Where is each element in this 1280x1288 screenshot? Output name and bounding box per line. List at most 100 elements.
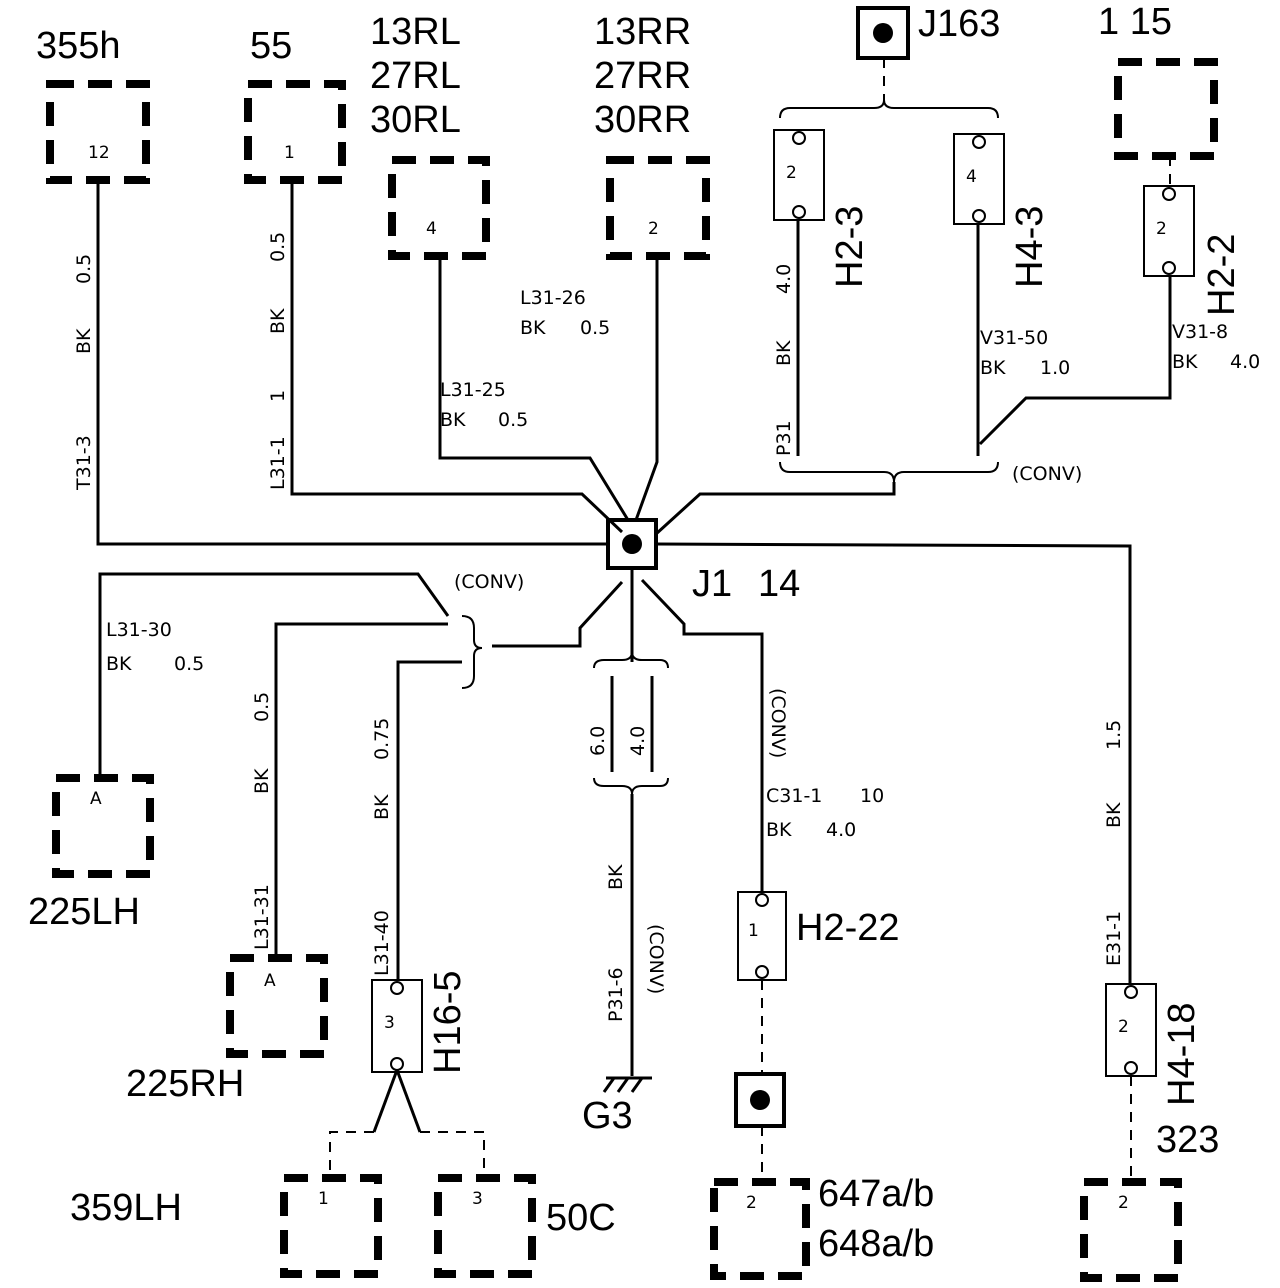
- connector-225rh: A 225RH: [126, 954, 328, 1105]
- svg-text:30RL: 30RL: [370, 99, 461, 141]
- svg-text:T31-3: T31-3: [73, 435, 95, 491]
- inline-h16-5-label: H16-5: [427, 971, 469, 1075]
- wire-v31-8: [978, 276, 1172, 446]
- splice-647: [734, 1072, 786, 1128]
- svg-text:2: 2: [1118, 1193, 1129, 1213]
- conv-label-upper: (CONV): [1012, 463, 1082, 485]
- wire-l31-26-labels: L31-26 BK 0.5: [520, 287, 610, 339]
- svg-text:0.5: 0.5: [580, 317, 610, 339]
- svg-text:4: 4: [426, 219, 437, 239]
- connector-50c: 3 50C: [434, 1174, 616, 1278]
- connector-355h-label: 355h: [36, 25, 121, 67]
- connector-323: 2: [1080, 1178, 1182, 1282]
- ground-label: G3: [582, 1095, 633, 1137]
- svg-text:1: 1: [267, 390, 289, 402]
- connector-323-label: 323: [1156, 1119, 1219, 1161]
- svg-text:2: 2: [648, 219, 659, 239]
- svg-text:3: 3: [384, 1013, 395, 1033]
- wire-l31-25: [438, 258, 630, 521]
- wire-p31-labels: P31 BK 4.0: [773, 264, 795, 456]
- svg-text:3: 3: [472, 1189, 483, 1209]
- svg-text:L31-1: L31-1: [267, 436, 289, 490]
- wire-v31-50-labels: V31-50 BK 1.0: [980, 327, 1070, 379]
- svg-text:1.5: 1.5: [1103, 720, 1125, 750]
- connector-359lh: 1 359LH: [70, 1174, 382, 1278]
- svg-text:L31-31: L31-31: [251, 884, 273, 950]
- connector-359lh-label: 359LH: [70, 1187, 182, 1229]
- wire-l31-31-labels: L31-31 BK 0.5: [251, 692, 273, 950]
- svg-text:4.0: 4.0: [1230, 351, 1260, 373]
- svg-text:12: 12: [88, 143, 110, 163]
- wire-v31-8-labels: V31-8 BK 4.0: [1172, 321, 1260, 373]
- dash-to-359lh: [329, 1131, 374, 1176]
- wire-h16-5-branch-left: [372, 1069, 399, 1133]
- svg-text:0.5: 0.5: [498, 409, 528, 431]
- svg-text:(CONV): (CONV): [645, 924, 667, 994]
- inline-h4-3-label: H4-3: [1009, 206, 1051, 288]
- splice-j1-ref: J1: [692, 563, 732, 605]
- svg-text:0.5: 0.5: [73, 254, 95, 284]
- wire-t31-3: [96, 184, 608, 546]
- wire-l31-30-labels: L31-30 BK 0.5: [106, 619, 204, 675]
- wire-c31-1: [640, 578, 764, 894]
- svg-text:1.0: 1.0: [1040, 357, 1070, 379]
- svg-text:4.0: 4.0: [627, 726, 649, 756]
- bracket-ground-top: [593, 651, 669, 669]
- connector-13rl: 4 13RL 27RL 30RL: [370, 11, 490, 260]
- connector-55-label: 55: [250, 25, 292, 67]
- svg-text:2: 2: [1156, 219, 1167, 239]
- wire-l31-25-labels: L31-25 BK 0.5: [440, 379, 528, 431]
- svg-text:BK: BK: [371, 794, 393, 820]
- svg-text:A: A: [264, 971, 276, 991]
- svg-text:L31-25: L31-25: [440, 379, 506, 401]
- wire-e31-1: [655, 542, 1132, 986]
- inline-h2-22: 1 H2-22: [737, 891, 900, 981]
- svg-text:2: 2: [1118, 1017, 1129, 1037]
- svg-text:4: 4: [966, 167, 977, 187]
- svg-text:L31-40: L31-40: [371, 910, 393, 976]
- svg-text:BK: BK: [267, 308, 289, 334]
- svg-text:L31-26: L31-26: [520, 287, 586, 309]
- connector-1-15: 1 15: [1098, 1, 1218, 186]
- wire-right-upper-trunk: [654, 482, 896, 536]
- bracket-ground-bottom: [593, 777, 669, 795]
- svg-text:BK: BK: [766, 819, 792, 841]
- splice-j1: J1 14: [606, 518, 800, 605]
- dash-to-50c: [420, 1131, 485, 1176]
- svg-text:C31-1: C31-1: [766, 785, 822, 807]
- wire-l31-40: [396, 660, 462, 980]
- wire-e31-1-labels: E31-1 BK 1.5: [1103, 720, 1125, 966]
- svg-text:L31-30: L31-30: [106, 619, 172, 641]
- svg-text:BK: BK: [1172, 351, 1198, 373]
- svg-text:1: 1: [748, 921, 759, 941]
- inline-h2-22-label: H2-22: [796, 907, 900, 949]
- wire-l31-30: [98, 572, 450, 778]
- svg-text:2: 2: [746, 1193, 757, 1213]
- svg-text:V31-50: V31-50: [980, 327, 1048, 349]
- svg-text:13RR: 13RR: [594, 11, 691, 53]
- svg-text:0.5: 0.5: [267, 232, 289, 262]
- svg-text:BK: BK: [520, 317, 546, 339]
- inline-h2-2-label: H2-2: [1201, 234, 1243, 316]
- connector-1-15-label: 1 15: [1098, 1, 1172, 43]
- svg-text:1: 1: [318, 1189, 329, 1209]
- svg-text:V31-8: V31-8: [1172, 321, 1228, 343]
- connector-225lh: A 225LH: [28, 774, 154, 933]
- svg-text:4.0: 4.0: [773, 264, 795, 294]
- wire-l31-26: [634, 258, 659, 521]
- connector-50c-label: 50C: [546, 1197, 616, 1239]
- wire-l31-40-labels: L31-40 BK 0.75: [371, 718, 393, 976]
- conv-bracket-left: [461, 615, 483, 689]
- ground-g3: G3: [582, 1076, 652, 1137]
- connector-225rh-label: 225RH: [126, 1063, 244, 1105]
- svg-text:BK: BK: [251, 768, 273, 794]
- splice-j1-number: 14: [758, 563, 800, 605]
- svg-text:E31-1: E31-1: [1103, 911, 1125, 966]
- inline-h2-2: 2 H2-2: [1143, 185, 1243, 316]
- svg-text:13RL: 13RL: [370, 11, 461, 53]
- svg-text:BK: BK: [980, 357, 1006, 379]
- wire-left-lower-trunk: [492, 580, 624, 648]
- inline-h2-3: 2 H2-3: [773, 129, 871, 288]
- svg-text:P31-6: P31-6: [605, 967, 627, 1022]
